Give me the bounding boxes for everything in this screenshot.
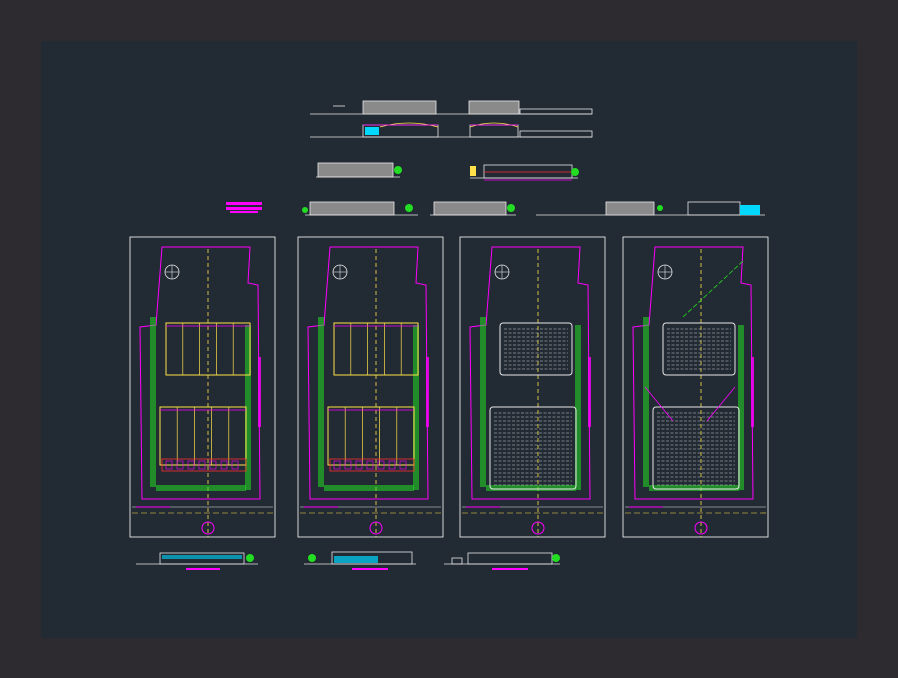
sheet-frame (459, 236, 606, 538)
warehouse-outline (327, 406, 415, 466)
planting-strip-bottom (486, 485, 576, 491)
planting-strip-bottom (156, 485, 246, 491)
planting-strip-right (575, 325, 581, 490)
office-zone (161, 458, 247, 472)
site-plan-1 (129, 236, 276, 538)
parking-bay (366, 460, 374, 470)
side-label (588, 357, 591, 427)
storage-block-1 (499, 322, 573, 376)
storage-outline (489, 406, 577, 490)
storage-outline (662, 322, 736, 376)
storage-block-1 (662, 322, 736, 376)
planting-strip-bottom (324, 485, 414, 491)
diagonal-easement (706, 386, 736, 422)
warehouse-outline (333, 322, 419, 376)
sheet-frame (622, 236, 769, 538)
diagonal-easement (682, 260, 744, 318)
sheet-frame (297, 236, 444, 538)
warehouse-block-1 (165, 322, 251, 376)
sheet-number-bubble (369, 521, 383, 535)
parking-bay (231, 460, 239, 470)
bottom-elevation-1 (136, 552, 258, 570)
diagonal-easement (644, 386, 674, 422)
side-label (258, 357, 261, 427)
planting-strip-left (150, 317, 156, 487)
warehouse-outline (165, 322, 251, 376)
planting-strip-right (245, 325, 251, 490)
bottom-elevation-2 (304, 551, 416, 570)
site-plan-3 (459, 236, 606, 538)
planting-strip-left (318, 317, 324, 487)
parking-bay (399, 460, 407, 470)
storage-outline (652, 406, 740, 490)
parking-bay (355, 460, 363, 470)
elevation-row-2 (302, 201, 765, 216)
parking-bay (333, 460, 341, 470)
parking-bay (187, 460, 195, 470)
top-section-a (310, 100, 593, 115)
bottom-elevation-3 (444, 552, 560, 570)
sheet-number-bubble (694, 521, 708, 535)
title-tag (226, 202, 262, 213)
parking-bay (220, 460, 228, 470)
parking-bay (209, 460, 217, 470)
cad-model-space (41, 41, 857, 638)
planting-strip-left (643, 317, 649, 487)
top-section-b (310, 122, 593, 138)
middle-elevation-left (316, 162, 402, 178)
storage-block-2 (652, 406, 740, 490)
warehouse-block-2 (159, 406, 247, 466)
planting-strip-bottom (649, 485, 739, 491)
sheet-frame (129, 236, 276, 538)
planting-strip-left (480, 317, 486, 487)
middle-elevation-right (470, 164, 579, 181)
side-label (751, 357, 754, 427)
site-plan-4 (622, 236, 769, 538)
warehouse-block-1 (333, 322, 419, 376)
warehouse-outline (159, 406, 247, 466)
parking-bay (176, 460, 184, 470)
site-plan-2 (297, 236, 444, 538)
warehouse-block-2 (327, 406, 415, 466)
planting-strip-right (413, 325, 419, 490)
parking-bay (388, 460, 396, 470)
parking-bay (377, 460, 385, 470)
parking-bay (198, 460, 206, 470)
parking-bay (165, 460, 173, 470)
office-zone (329, 458, 415, 472)
sheet-number-bubble (201, 521, 215, 535)
storage-outline (499, 322, 573, 376)
parking-bay (344, 460, 352, 470)
side-label (426, 357, 429, 427)
planting-strip-right (738, 325, 744, 490)
sheet-number-bubble (531, 521, 545, 535)
storage-block-2 (489, 406, 577, 490)
